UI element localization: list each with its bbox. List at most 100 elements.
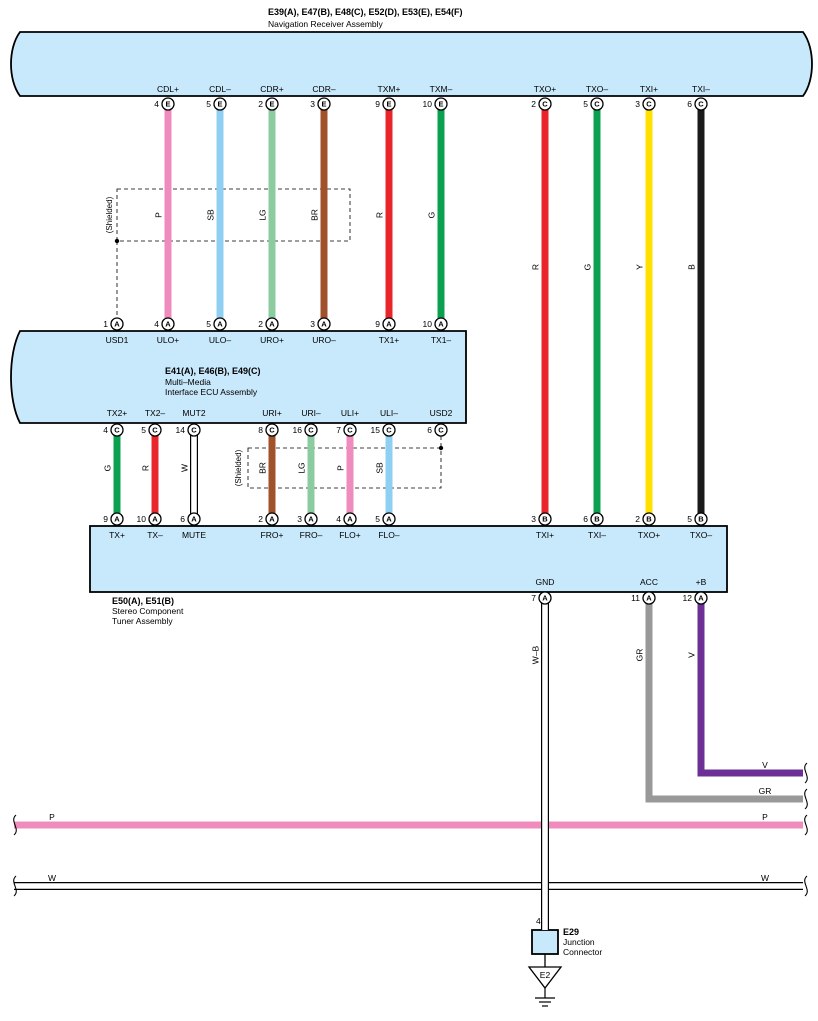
pin-number: 2 [258, 99, 263, 109]
ecu-bottom-pin-label-3: URI+ [262, 408, 282, 418]
terminal-circle [213, 97, 227, 111]
nav-pin-label-9: TXI– [692, 84, 710, 94]
pin-number: 3 [310, 99, 315, 109]
shield-boxes: (Shielded) (Shielded) [105, 188, 444, 489]
tuner-top-pin-label-6: FLO– [378, 530, 400, 540]
terminal-letter: C [114, 426, 120, 435]
wire-label-ecu-tuner-1: R [140, 465, 150, 471]
ecu-top-pin-label-3: URO+ [260, 335, 284, 345]
ecu-top-pin-label-6: TX1– [431, 335, 452, 345]
terminal-circle [343, 512, 357, 526]
bus-label-v: V [762, 760, 768, 770]
nav-title: E39(A), E47(B), E48(C), E52(D), E53(E), … [268, 7, 463, 17]
pin-number: 9 [375, 99, 380, 109]
terminal-letter: B [594, 515, 600, 524]
pin-number: 4 [154, 99, 159, 109]
break-mark-gr-right [804, 788, 808, 810]
terminal-circle [304, 423, 318, 437]
ecu-top-pin-label-2: ULO– [209, 335, 231, 345]
terminal-letter: C [269, 426, 275, 435]
tuner-top-pin-label-9: TXO+ [638, 530, 660, 540]
tuner-top-pin-label-0: TX+ [109, 530, 125, 540]
ecu-bottom-pin-label-1: TX2– [145, 408, 166, 418]
nav-pin-label-1: CDL– [209, 84, 231, 94]
nav-pin-label-0: CDL+ [157, 84, 179, 94]
nav-terminal-1: E5 [206, 97, 227, 111]
terminal-circle [187, 423, 201, 437]
ecu-top-pin-label-4: URO– [312, 335, 336, 345]
ecu-bottom-pin-label-2: MUT2 [182, 408, 205, 418]
component-boxes [10, 31, 813, 955]
pin-number: 4 [103, 425, 108, 435]
terminal-circle [110, 423, 124, 437]
tuner-top-terminal-2: A6 [180, 512, 201, 526]
tuner-top-pin-label-7: TXI+ [536, 530, 554, 540]
terminal-letter: C [542, 100, 548, 109]
terminal-letter: A [269, 515, 275, 524]
bus-label-w-left: W [48, 873, 56, 883]
terminal-letter: A [308, 515, 314, 524]
wire-acc [645, 603, 803, 803]
ground-symbol: E2 [527, 954, 563, 1007]
pin-number: 4 [336, 514, 341, 524]
tuner-top-pin-label-10: TXO– [690, 530, 712, 540]
pin-number: 4 [154, 319, 159, 329]
terminal-circle [694, 97, 708, 111]
wire-label-b: V [686, 652, 696, 658]
terminal-circle [642, 97, 656, 111]
terminal-circle [265, 97, 279, 111]
terminals: CDL+CDL–CDR+CDR–TXM+TXM–TXO+TXO–TXI+TXI–… [103, 84, 712, 605]
pin-number: 7 [336, 425, 341, 435]
wire-label-ecu-tuner-0: G [102, 465, 112, 472]
wire-label-nav-ecu-3: BR [309, 209, 319, 221]
pin-number: 14 [176, 425, 186, 435]
terminal-circle [213, 317, 227, 331]
terminal-circle [265, 512, 279, 526]
terminal-circle [434, 317, 448, 331]
terminal-letter: A [217, 320, 223, 329]
terminal-letter: A [152, 515, 158, 524]
nav-terminal-8: C3 [635, 97, 656, 111]
ecu-bottom-pin-label-6: ULI– [380, 408, 398, 418]
shield-box-upper [116, 188, 351, 242]
terminal-circle [161, 317, 175, 331]
pin-number: 16 [293, 425, 303, 435]
junction-subtitle-1: Junction [563, 937, 595, 947]
terminal-letter: A [114, 320, 120, 329]
junction-title: E29 [563, 927, 579, 937]
ground-triangle [527, 966, 563, 990]
ecu-bottom-pin-label-0: TX2+ [107, 408, 128, 418]
pin-number: 10 [423, 99, 433, 109]
terminal-letter: A [698, 594, 704, 603]
tuner-bottom-terminal-1: A11 [631, 591, 656, 605]
wire-label-nav-tuner-3: B [686, 264, 696, 270]
nav-terminal-0: E4 [154, 97, 175, 111]
pin-number: 9 [375, 319, 380, 329]
wire-label-acc: GR [634, 649, 644, 662]
terminal-circle [148, 512, 162, 526]
terminal-letter: B [646, 515, 652, 524]
tuner-top-terminal-6: A5 [375, 512, 396, 526]
ecu-top-terminal-2: A5 [206, 317, 227, 331]
tuner-subtitle-1: Stereo Component [112, 606, 184, 616]
terminal-circle [265, 423, 279, 437]
pin-number: 5 [206, 99, 211, 109]
terminal-letter: E [321, 100, 326, 109]
ecu-bottom-terminal-6: C15 [371, 423, 396, 437]
nav-pin-label-8: TXI+ [640, 84, 658, 94]
wire-label-ecu-tuner-6: SB [374, 462, 384, 474]
ecu-top-terminal-4: A3 [310, 317, 331, 331]
tuner-top-terminal-3: A2 [258, 512, 279, 526]
tuner-top-terminal-1: A 10 [137, 512, 162, 526]
tuner-top-pin-label-5: FLO+ [339, 530, 361, 540]
junction-pin-number: 4 [536, 916, 541, 926]
tuner-top-terminal-5: A4 [336, 512, 357, 526]
tuner-bottom-pin-label-0: GND [536, 577, 555, 587]
shield-box-lower [247, 447, 442, 489]
wire-label-nav-ecu-2: LG [257, 209, 267, 220]
ecu-top-terminal-6: A10 [423, 317, 448, 331]
pin-number: 10 [137, 514, 147, 524]
tuner-top-terminal-0: A9 [103, 512, 124, 526]
